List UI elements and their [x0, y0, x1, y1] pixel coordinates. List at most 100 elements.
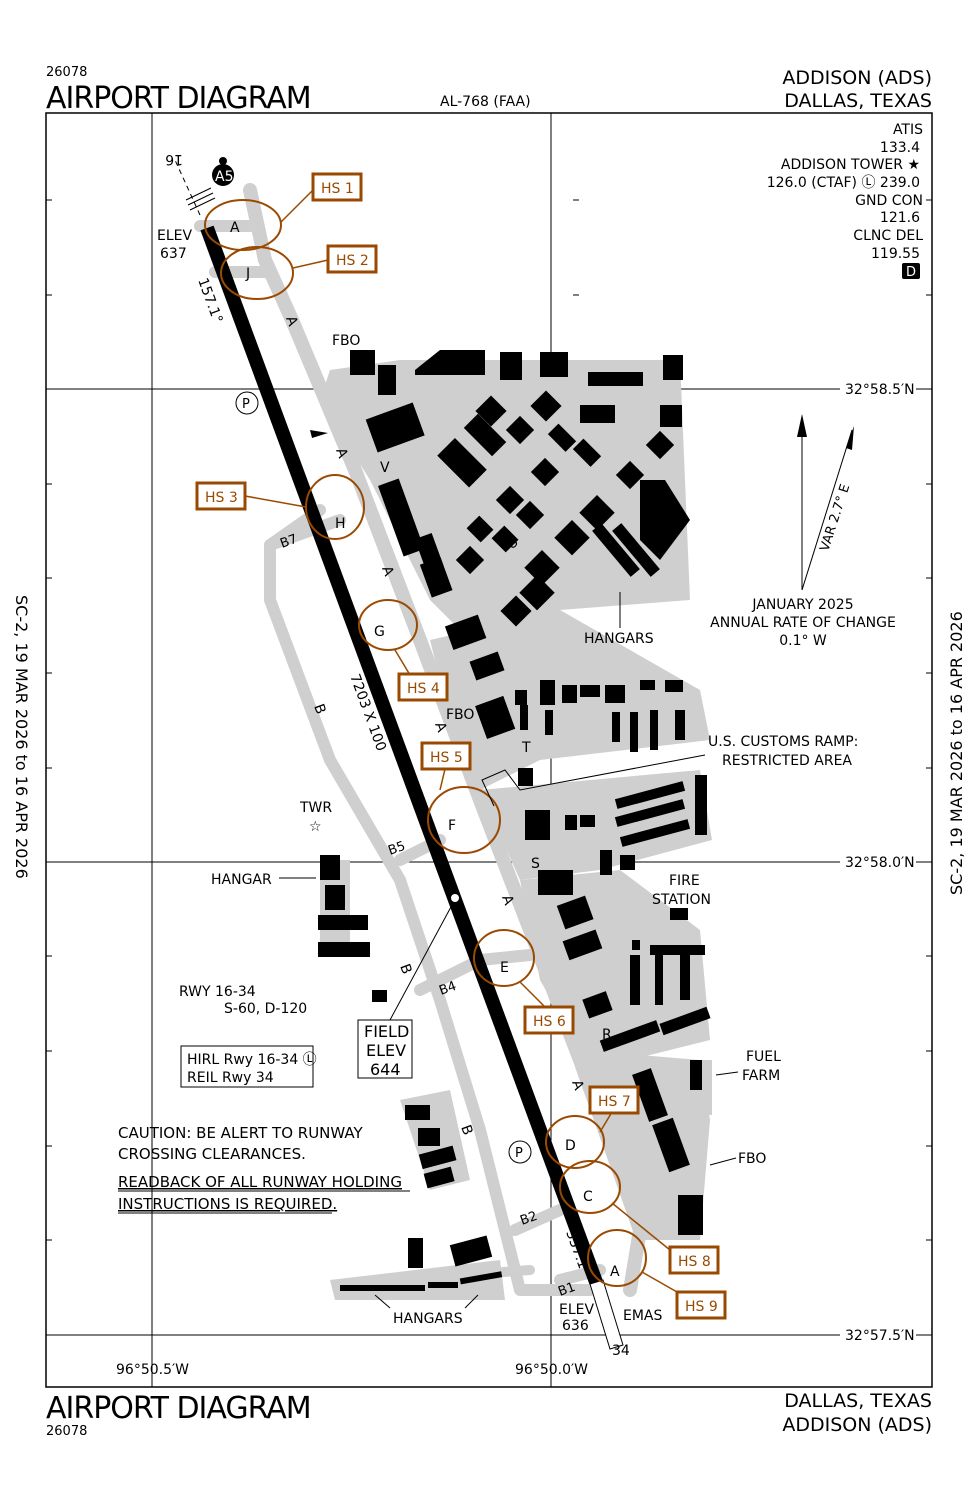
- customs-ramp-outline: [481, 754, 706, 807]
- svg-text:HS 8: HS 8: [678, 1254, 711, 1270]
- hangar-label: HANGAR: [211, 872, 272, 888]
- svg-text:B: B: [396, 962, 414, 977]
- svg-text:644: 644: [370, 1060, 401, 1079]
- customs-restricted-label: RESTRICTED AREA: [722, 753, 852, 769]
- elev-value-north: 637: [160, 246, 187, 262]
- fire-station-label: FIRE: [669, 873, 700, 889]
- d-atis-badge-icon: [902, 263, 920, 279]
- rate-of-change-value: 0.1° W: [779, 633, 827, 649]
- lon-label-2: 96°50.0′W: [515, 1362, 588, 1378]
- svg-text:HS 6: HS 6: [533, 1014, 566, 1030]
- elev-value-south: 636: [562, 1318, 589, 1334]
- footer-city: DALLAS, TEXAS: [784, 1390, 932, 1412]
- hangars-label-east: HANGARS: [584, 631, 654, 647]
- svg-text:B2: B2: [518, 1209, 539, 1229]
- fbo-label-south: FBO: [738, 1151, 766, 1167]
- parking-icon-south: [508, 1140, 532, 1164]
- runway-end-16: 16: [165, 151, 183, 167]
- runway-strength: S-60, D-120: [224, 1001, 307, 1017]
- svg-text:ELEV: ELEV: [366, 1041, 406, 1060]
- svg-text:B5: B5: [386, 839, 407, 859]
- svg-text:P: P: [242, 397, 250, 412]
- fuel-farm-label-2: FARM: [742, 1068, 780, 1084]
- svg-text:REIL Rwy 34: REIL Rwy 34: [187, 1070, 274, 1086]
- svg-text:D: D: [565, 1138, 576, 1154]
- svg-text:F: F: [448, 818, 456, 834]
- svg-text:121.6: 121.6: [880, 210, 920, 226]
- customs-label: U.S. CUSTOMS RAMP:: [708, 734, 858, 750]
- beacon-icon: [310, 430, 328, 438]
- svg-text:V: V: [380, 460, 390, 476]
- svg-text:CLNC DEL: CLNC DEL: [853, 228, 923, 244]
- svg-text:HS 7: HS 7: [598, 1094, 631, 1110]
- right-effective-dates: SC-2, 19 MAR 2026 to 16 APR 2026: [947, 611, 966, 895]
- svg-text:A: A: [610, 1264, 620, 1280]
- svg-text:E: E: [500, 960, 509, 976]
- runway-16-34: [200, 225, 603, 1285]
- svg-text:HIRL Rwy 16-34 Ⓛ: HIRL Rwy 16-34 Ⓛ: [187, 1052, 317, 1068]
- page-title: AIRPORT DIAGRAM: [46, 81, 311, 116]
- svg-text:119.55: 119.55: [871, 246, 920, 262]
- frequency-block: ATIS 133.4 ADDISON TOWER ★ 126.0 (CTAF) …: [767, 122, 924, 280]
- svg-text:C: C: [583, 1189, 593, 1205]
- hotspots: HS 1 HS 2 HS 3 HS 4 HS 5 HS 6 HS 7 HS 8 …: [195, 172, 727, 1320]
- caution-note-2: CROSSING CLEARANCES.: [118, 1145, 306, 1163]
- fbo-label-mid: FBO: [446, 707, 474, 723]
- svg-text:HS 9: HS 9: [685, 1299, 718, 1315]
- svg-text:B4: B4: [437, 979, 458, 999]
- runway-end-34: 34: [612, 1343, 630, 1359]
- footer-title: AIRPORT DIAGRAM: [46, 1391, 311, 1426]
- footer-airport: ADDISON (ADS): [782, 1414, 932, 1436]
- readback-note-2: INSTRUCTIONS IS REQUIRED.: [118, 1195, 337, 1213]
- north-arrow-icon: [797, 414, 854, 591]
- caution-note: CAUTION: BE ALERT TO RUNWAY: [118, 1124, 364, 1142]
- svg-text:HS 5: HS 5: [430, 750, 463, 766]
- rate-of-change-date: JANUARY 2025: [751, 597, 853, 613]
- svg-text:R: R: [602, 1027, 612, 1043]
- fire-station-label-2: STATION: [652, 892, 711, 908]
- magnetic-variation: VAR 2.7° E: [818, 482, 854, 553]
- svg-text:G: G: [374, 624, 385, 640]
- runway-centerline-extension: [174, 159, 201, 216]
- approach-lights-icon: [185, 187, 216, 211]
- lat-label-2: 32°58.0′N: [845, 855, 915, 871]
- lighting-box: [180, 1045, 314, 1088]
- rate-of-change-label: ANNUAL RATE OF CHANGE: [710, 615, 896, 631]
- hangars-label-south: HANGARS: [393, 1311, 463, 1327]
- svg-text:ADDISON TOWER ★: ADDISON TOWER ★: [781, 157, 920, 173]
- lat-label-1: 32°58.5′N: [845, 382, 915, 398]
- svg-text:133.4: 133.4: [880, 140, 920, 156]
- svg-text:B7: B7: [278, 532, 299, 552]
- svg-text:HS 1: HS 1: [321, 181, 354, 197]
- fbo-label-north: FBO: [332, 333, 360, 349]
- svg-text:HS 3: HS 3: [205, 490, 238, 506]
- svg-text:P: P: [515, 1146, 523, 1161]
- svg-text:HS 2: HS 2: [336, 253, 369, 269]
- diagram-frame: [45, 112, 933, 1388]
- readback-note: READBACK OF ALL RUNWAY HOLDING: [118, 1173, 402, 1191]
- buildings: [318, 350, 711, 1291]
- svg-text:J: J: [245, 266, 250, 282]
- elev-label-south: ELEV: [559, 1302, 594, 1318]
- lon-label-1: 96°50.5′W: [116, 1362, 189, 1378]
- emas-label: EMAS: [623, 1308, 663, 1324]
- svg-text:FIELD: FIELD: [364, 1022, 409, 1041]
- svg-text:B: B: [457, 1123, 475, 1138]
- chart-id: 26078: [46, 65, 87, 80]
- field-elevation-box: [357, 1019, 413, 1079]
- tower-label: TWR: [299, 800, 332, 816]
- left-effective-dates: SC-2, 19 MAR 2026 to 16 APR 2026: [12, 595, 31, 879]
- emas-area: [589, 1279, 624, 1350]
- svg-text:B1: B1: [556, 1280, 577, 1300]
- elev-label-north: ELEV: [157, 228, 192, 244]
- parking-icon-north: [235, 391, 259, 415]
- svg-text:HS 4: HS 4: [407, 681, 440, 697]
- airport-name: ADDISON (ADS): [782, 67, 932, 89]
- svg-text:T: T: [521, 740, 531, 756]
- tower-star-icon: ☆: [309, 819, 322, 835]
- svg-text:A: A: [230, 220, 240, 236]
- fuel-farm-label: FUEL: [746, 1049, 781, 1065]
- runway-info: RWY 16-34: [179, 984, 256, 1000]
- svg-text:D: D: [906, 265, 916, 280]
